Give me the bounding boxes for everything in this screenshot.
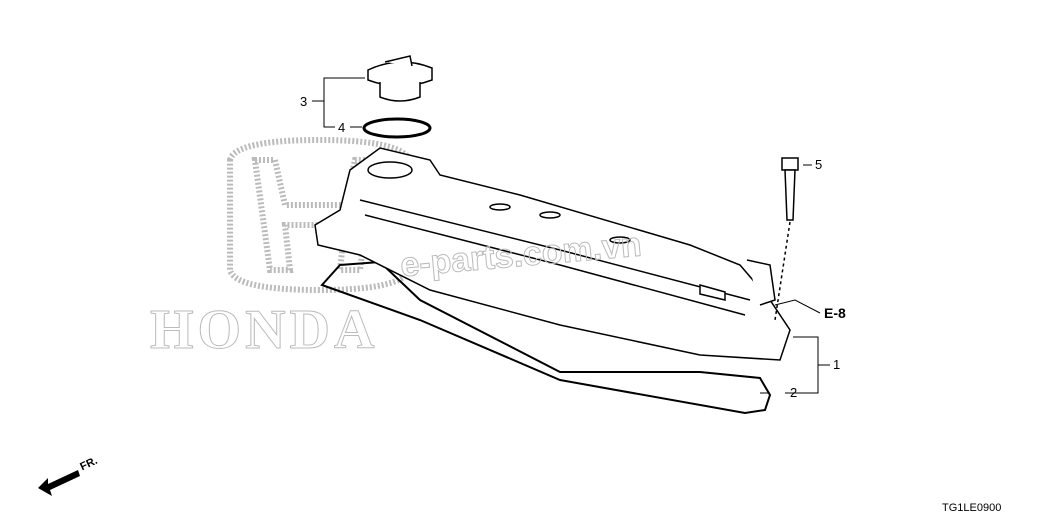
bolt: [774, 157, 799, 321]
callout-5: 5: [815, 157, 823, 172]
honda-logo-text: HONDA: [149, 299, 379, 362]
front-arrow-icon: [38, 470, 80, 496]
reference-e8[interactable]: E-8: [824, 305, 846, 321]
o-ring: [362, 117, 432, 139]
valve-cover: [314, 147, 791, 361]
callout-1: 1: [833, 357, 841, 372]
leader-lines: [312, 77, 830, 394]
callout-3: 3: [300, 94, 308, 109]
callout-2: 2: [790, 385, 798, 400]
oil-filler-cap: [367, 55, 433, 102]
callout-4: 4: [338, 120, 346, 135]
diagram-code: TG1LE0900: [942, 502, 1002, 514]
